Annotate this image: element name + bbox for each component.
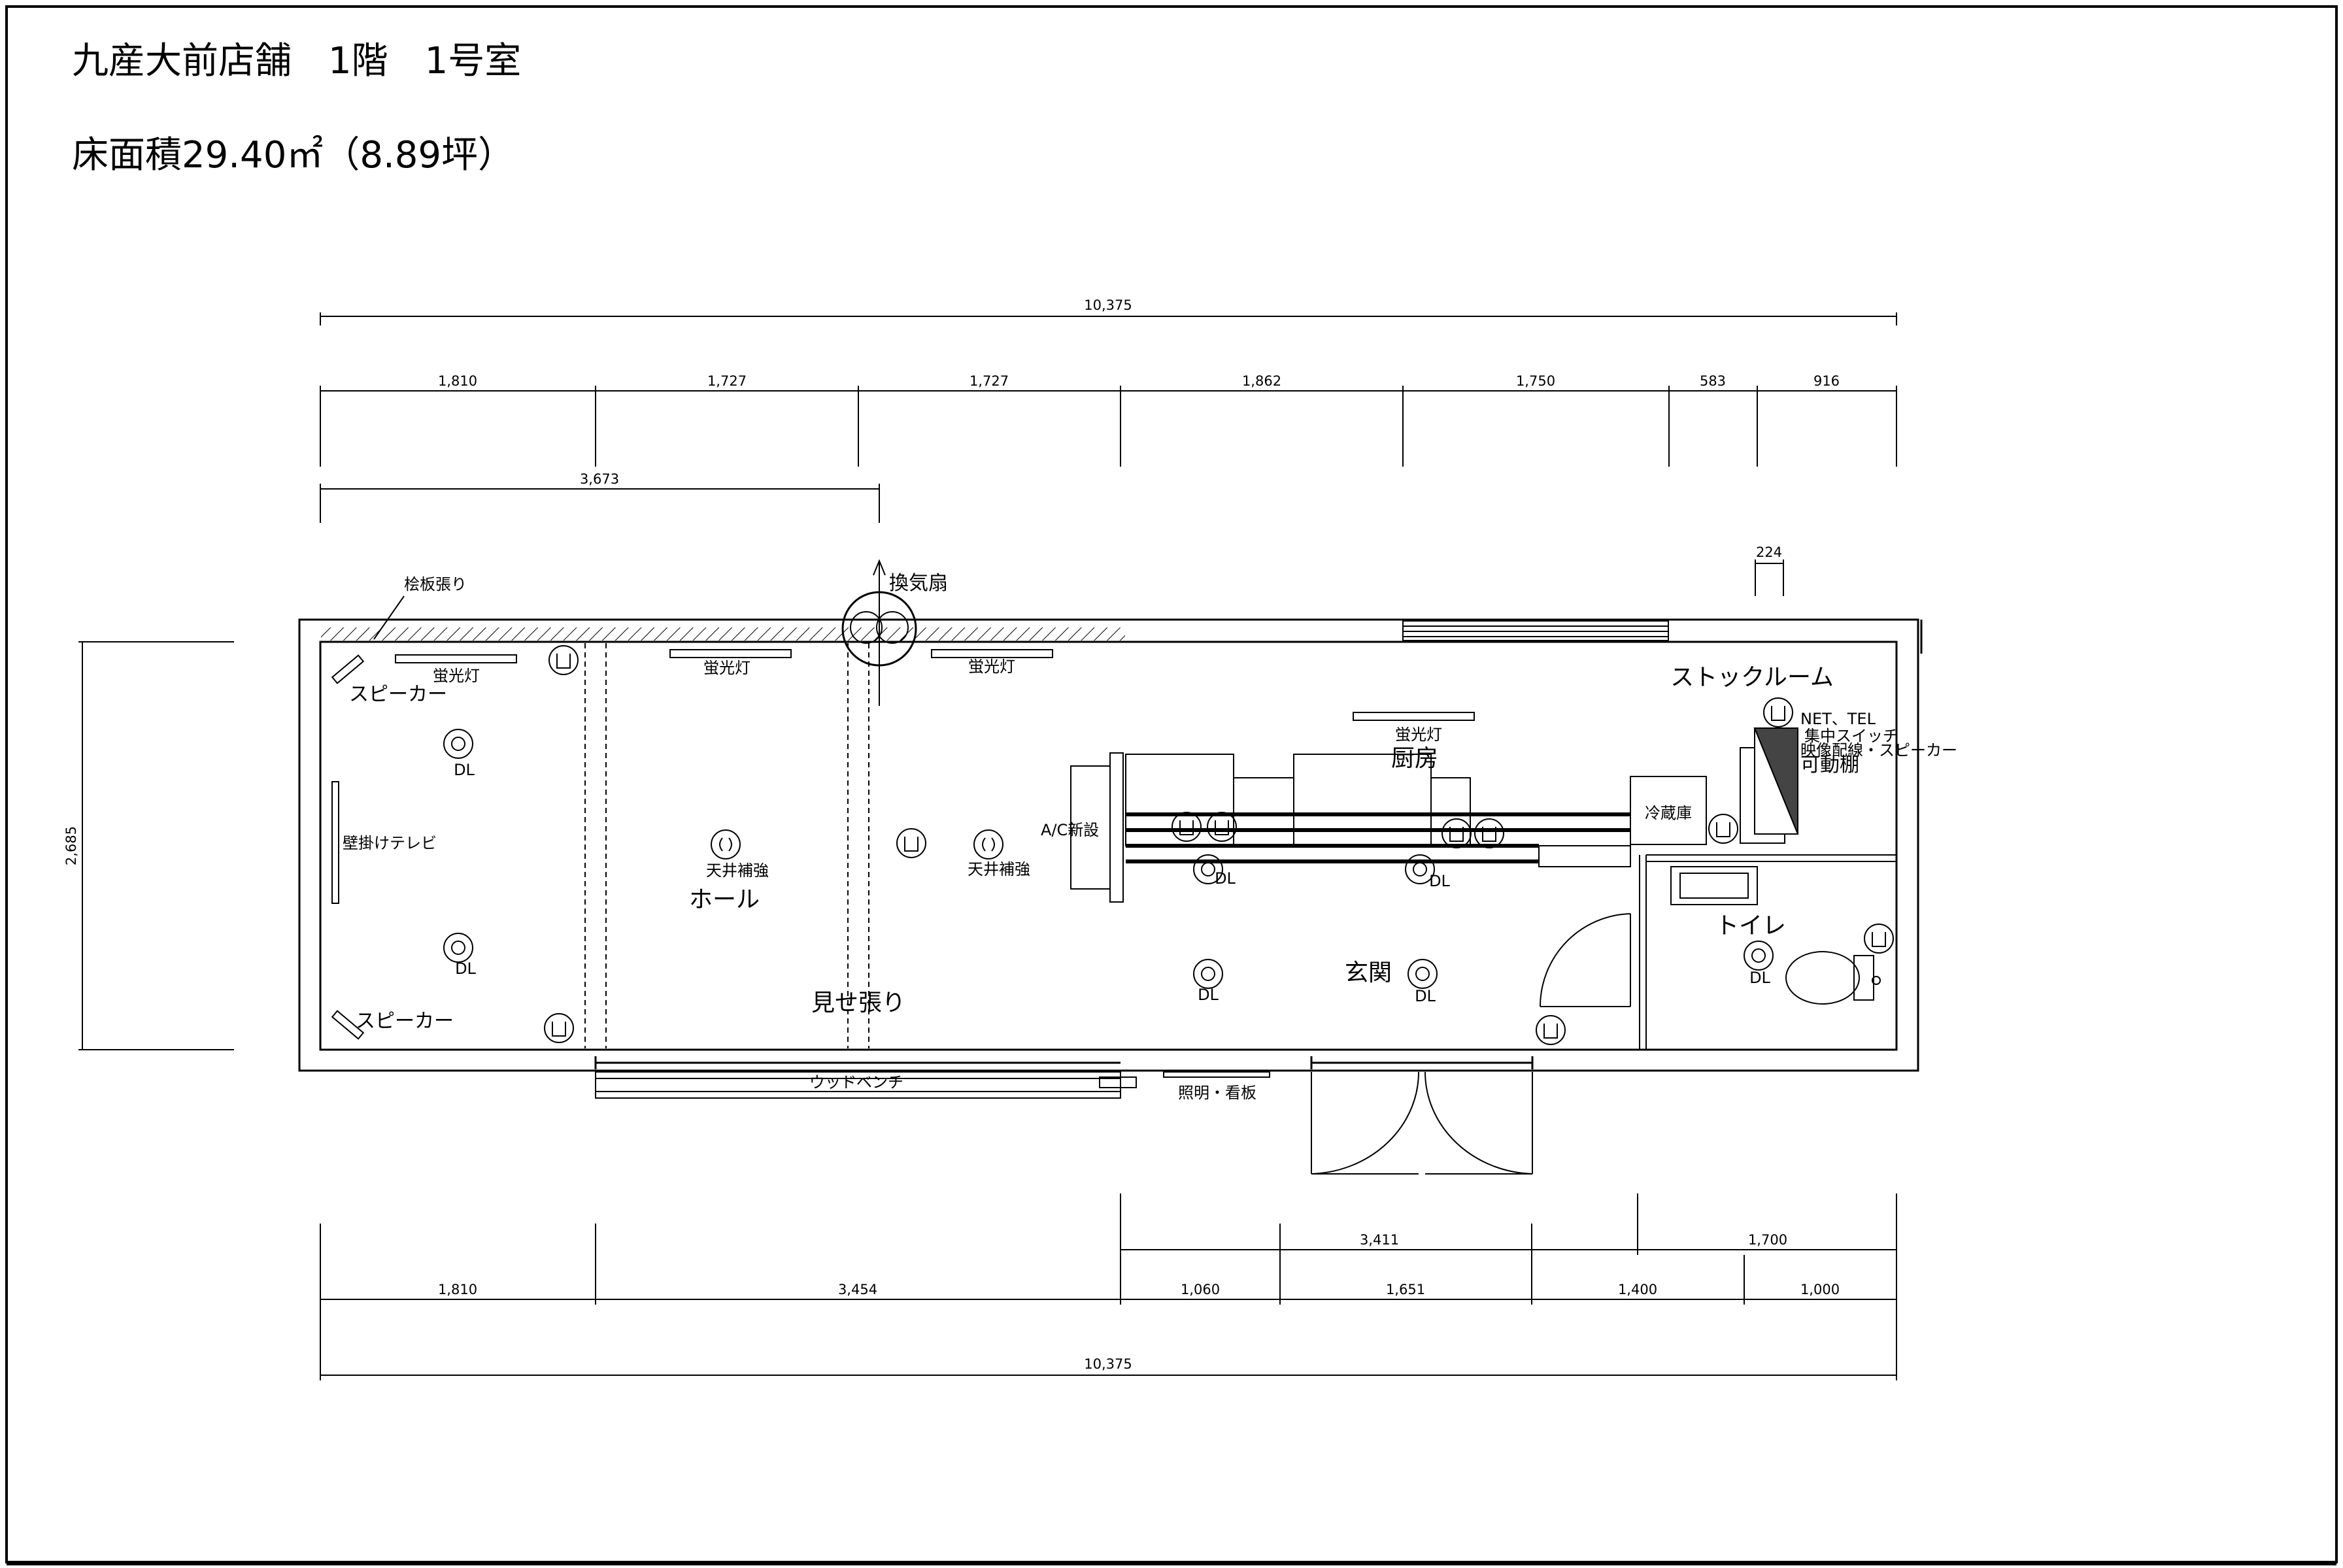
- showcase-label: 見せ張り: [811, 990, 905, 1016]
- entrance-door: [1540, 913, 1640, 1007]
- top-seg-2: 1,727: [707, 373, 747, 389]
- fluorescent-light: [931, 649, 1053, 658]
- wood-panel-hatch: [321, 627, 1125, 641]
- wood-panel-leader: [373, 595, 405, 640]
- dl-label: DL: [1198, 986, 1219, 1004]
- top-seg-1: 1,810: [438, 373, 477, 389]
- top-dimension-segments: [320, 386, 1897, 467]
- top-seg-5: 1,750: [1516, 373, 1555, 389]
- bottom-mid-1: 3,411: [1360, 1232, 1399, 1248]
- plan-title: 九産大前店舗 1階 1号室: [72, 40, 522, 82]
- top-seg-6: 583: [1700, 373, 1726, 389]
- ceiling-reinforcement-icon: [711, 829, 1003, 859]
- bottom-dimension-segments: [320, 1224, 1897, 1305]
- wall-tv-label: 壁掛けテレビ: [343, 834, 437, 852]
- double-door: [1311, 1071, 1533, 1175]
- wood-bench: [595, 1071, 1137, 1099]
- fluorescent-label: 蛍光灯: [433, 667, 480, 685]
- outer-walls: [298, 618, 1919, 1072]
- hall-partition-lines: [584, 643, 869, 1048]
- av-wiring-label: 映像配線・スピーカー: [1800, 741, 1957, 759]
- outlet-icon: [544, 645, 1894, 1045]
- left-dimension: [78, 641, 234, 1050]
- bottom-seg-4: 1,651: [1386, 1282, 1425, 1297]
- bottom-seg-6: 1,000: [1800, 1282, 1840, 1297]
- bottom-seg-5: 1,400: [1618, 1282, 1657, 1297]
- dl-label: DL: [1429, 872, 1450, 890]
- sheet-border: [5, 5, 2338, 1563]
- vent-fan-label: 換気扇: [889, 572, 948, 595]
- speaker-icon: [331, 1010, 365, 1040]
- dl-label: DL: [1415, 987, 1436, 1005]
- bottom-total-label: 10,375: [1084, 1356, 1132, 1372]
- top-dimension-total: [320, 312, 1897, 325]
- ceiling-label: 天井補強: [968, 860, 1030, 878]
- wood-panel-label: 桧板張り: [404, 575, 467, 593]
- fluorescent-light: [1353, 712, 1475, 721]
- top-seg-3: 1,727: [969, 373, 1009, 389]
- bottom-mid-2: 1,700: [1748, 1232, 1787, 1248]
- dl-label: DL: [1749, 969, 1770, 987]
- speaker-label: スピーカー: [349, 683, 447, 706]
- downlight-icon: [443, 729, 1774, 989]
- ac-new-label: A/C新設: [1041, 821, 1099, 839]
- top-seg-4: 1,862: [1242, 373, 1281, 389]
- dl-label: DL: [455, 959, 476, 978]
- speaker-icon: [331, 654, 365, 684]
- kitchen-counter: [1126, 812, 1630, 863]
- top-seg-7: 916: [1813, 373, 1840, 389]
- shelf-icon-half: [1754, 727, 1799, 835]
- floor-area: 床面積29.40㎡（8.89坪）: [72, 134, 515, 176]
- sink-basin: [1679, 873, 1749, 899]
- wall-tv: [331, 781, 339, 904]
- bottom-dimension-total: [320, 1305, 1897, 1380]
- sink: [1670, 866, 1758, 905]
- top-total-label: 10,375: [1084, 297, 1132, 313]
- switch-label: 集中スイッチ: [1804, 727, 1898, 745]
- left-height-label: 2,685: [63, 826, 79, 865]
- sign-light-label: 照明・看板: [1178, 1084, 1256, 1102]
- fluorescent-label: 蛍光灯: [968, 658, 1015, 676]
- small-dim-label: 224: [1756, 544, 1782, 560]
- fluorescent-light: [669, 649, 792, 658]
- dl-label: DL: [454, 761, 475, 779]
- bottom-seg-3: 1,060: [1181, 1282, 1220, 1297]
- refrigerator: [1630, 776, 1707, 845]
- toilet-label: トイレ: [1715, 912, 1786, 939]
- top-window: [1402, 620, 1669, 641]
- fridge-label: 冷蔵庫: [1645, 804, 1692, 822]
- fluorescent-light: [395, 654, 517, 663]
- hall-label: ホール: [689, 886, 760, 913]
- entrance-label: 玄関: [1345, 959, 1392, 986]
- small-dimension-224: [1755, 559, 1784, 596]
- dl-label: DL: [1215, 869, 1236, 888]
- top-dimension-sub: [320, 484, 880, 523]
- vent-fan: [841, 559, 917, 706]
- kitchen-equipment: [1070, 752, 1631, 903]
- toilet-icon: [1785, 951, 1881, 1005]
- front-window: [594, 1056, 1534, 1069]
- net-tel-label: NET、TEL: [1800, 710, 1876, 728]
- fluorescent-label: 蛍光灯: [703, 659, 750, 677]
- ceiling-label: 天井補強: [706, 861, 769, 880]
- bottom-seg-1: 1,810: [438, 1282, 477, 1297]
- wood-bench-label: ウッドベンチ: [809, 1073, 903, 1092]
- sign-light: [1163, 1071, 1270, 1078]
- stock-room-label: ストックルーム: [1670, 664, 1834, 691]
- bottom-seg-2: 3,454: [838, 1282, 877, 1297]
- top-sub-label: 3,673: [580, 471, 619, 487]
- fluorescent-label: 蛍光灯: [1395, 726, 1442, 744]
- speaker-label: スピーカー: [356, 1010, 454, 1033]
- shelf-label: 可動棚: [1800, 754, 1859, 776]
